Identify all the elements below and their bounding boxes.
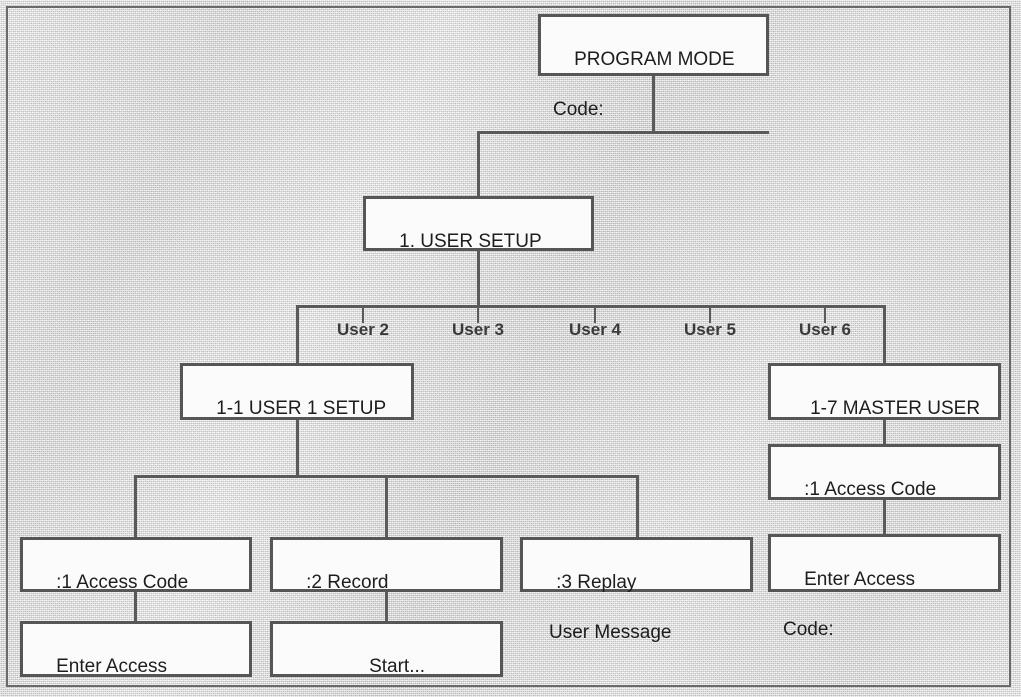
branch-label-user-6[interactable]: User 6 (799, 320, 851, 339)
connector-to-record-start (385, 592, 388, 622)
connector-program-mode-down (652, 76, 655, 133)
branch-label-user-5[interactable]: User 5 (684, 320, 736, 339)
tick-user-4 (594, 305, 596, 323)
branch-label-user-3[interactable]: User 3 (452, 320, 504, 339)
node-master-user-setup-line1: 1-7 MASTER USER (810, 398, 981, 419)
connector-user-bus (296, 305, 886, 308)
node-user-setup[interactable]: 1. USER SETUP (363, 196, 594, 252)
connector-to-master-user-setup (883, 305, 886, 365)
tick-user-5 (709, 305, 711, 323)
node-master-access-code-line1: :1 Access Code (804, 479, 937, 500)
node-user1-replay-line2: User Message (549, 622, 672, 643)
node-user1-replay-line1: :3 Replay (556, 572, 637, 593)
node-master-access-code[interactable]: :1 Access Code xxxx (768, 444, 1001, 550)
node-master-user-setup[interactable]: 1-7 MASTER USER SETUP (768, 363, 1001, 469)
connector-to-user1-enter-code (134, 592, 137, 622)
node-user-setup-line1: 1. USER SETUP (399, 231, 542, 252)
branch-label-user-4[interactable]: User 4 (569, 320, 621, 339)
connector-to-user1-access-code (134, 475, 137, 537)
tick-user-6 (824, 305, 826, 323)
connector-master-to-enter-code (883, 500, 886, 534)
node-master-enter-code-line1: Enter Access (804, 569, 916, 590)
node-record-start[interactable]: Start... YES->1 NO->3 (270, 621, 503, 677)
node-user1-access-code[interactable]: :1 Access Code xxxx (20, 537, 252, 643)
tick-user-2 (362, 305, 364, 323)
node-user1-enter-code[interactable]: Enter Access Code: (20, 621, 252, 677)
tick-user-3 (477, 305, 479, 323)
node-master-enter-code-line2: Code: (783, 619, 834, 640)
node-program-mode-line2: Code: (553, 99, 604, 120)
branch-label-user-2[interactable]: User 2 (337, 320, 389, 339)
node-user1-setup-line1: 1-1 USER 1 SETUP (216, 398, 387, 419)
node-program-mode[interactable]: PROGRAM MODE Code: (538, 14, 769, 120)
node-record-start-line1: Start... (369, 656, 426, 677)
connector-top-bus (477, 131, 769, 134)
node-user1-record[interactable]: :2 Record User Message (270, 537, 503, 643)
node-user1-access-code-line1: :1 Access Code (56, 572, 189, 593)
connector-to-user-setup (477, 131, 480, 197)
node-user1-setup[interactable]: 1-1 USER 1 SETUP (180, 363, 414, 420)
connector-to-user1-setup (296, 305, 299, 365)
connector-user1-setup-down (296, 420, 299, 476)
connector-to-user1-record (385, 475, 388, 537)
node-program-mode-line1: PROGRAM MODE (574, 49, 735, 70)
connector-user-setup-down (477, 251, 480, 307)
node-master-enter-code[interactable]: Enter Access Code: (768, 534, 1001, 640)
connector-to-user1-replay (636, 475, 639, 537)
node-user1-replay[interactable]: :3 Replay User Message (520, 537, 753, 643)
connector-master-to-access-code (883, 420, 886, 444)
node-user1-record-line1: :2 Record (306, 572, 389, 593)
node-user1-enter-code-line1: Enter Access (56, 656, 168, 677)
